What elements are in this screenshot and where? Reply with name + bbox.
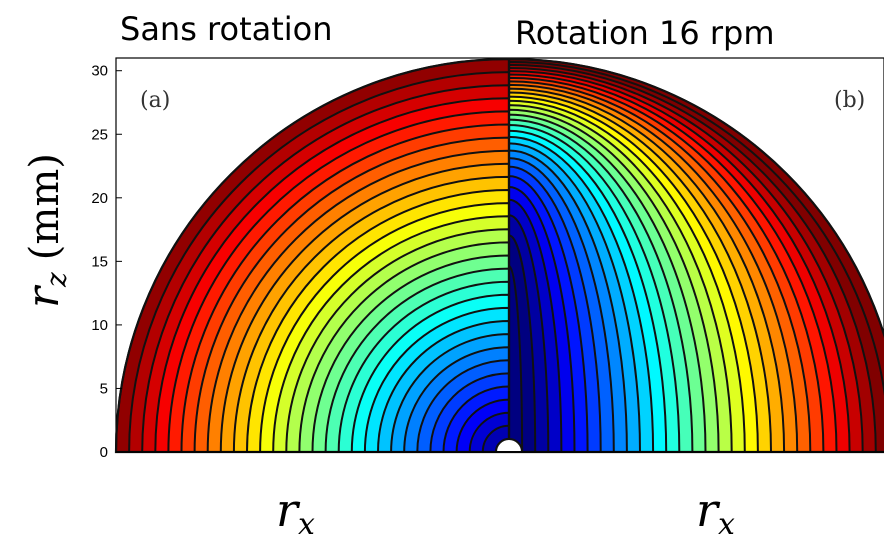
contour-band-b xyxy=(509,265,524,453)
svg-text:rz(mm): rz (mm) xyxy=(18,153,73,308)
panel-label-b: (b) xyxy=(834,88,865,113)
y-tick-label: 5 xyxy=(100,380,108,397)
ylabel-base: r xyxy=(18,284,69,308)
y-tick-label: 30 xyxy=(91,63,108,80)
y-tick-label: 15 xyxy=(91,253,108,270)
y-tick-label: 10 xyxy=(91,317,108,334)
panel-divider xyxy=(116,59,884,453)
center-hole xyxy=(494,438,524,453)
title-right: Rotation 16 rpm xyxy=(515,14,775,52)
y-axis-label: rz (mm) xyxy=(18,153,73,308)
ylabel-sub: z xyxy=(40,272,73,288)
x-axis-label-right: rx xyxy=(696,483,735,534)
panel-label-a: (a) xyxy=(140,88,170,113)
ylabel-unit: (mm) xyxy=(22,153,68,260)
x-axis-label-left: rx xyxy=(276,483,315,534)
panel-a-contours xyxy=(114,57,509,454)
y-tick-label: 25 xyxy=(91,126,108,143)
outline-b xyxy=(509,57,884,454)
outline-a xyxy=(114,57,509,454)
y-tick-label: 20 xyxy=(91,190,108,207)
title-left: Sans rotation xyxy=(120,10,333,48)
y-tick-label: 0 xyxy=(100,444,108,461)
panel-b-contours xyxy=(509,57,884,454)
y-axis-ticks: 0 5 10 15 20 25 30 xyxy=(91,63,122,461)
